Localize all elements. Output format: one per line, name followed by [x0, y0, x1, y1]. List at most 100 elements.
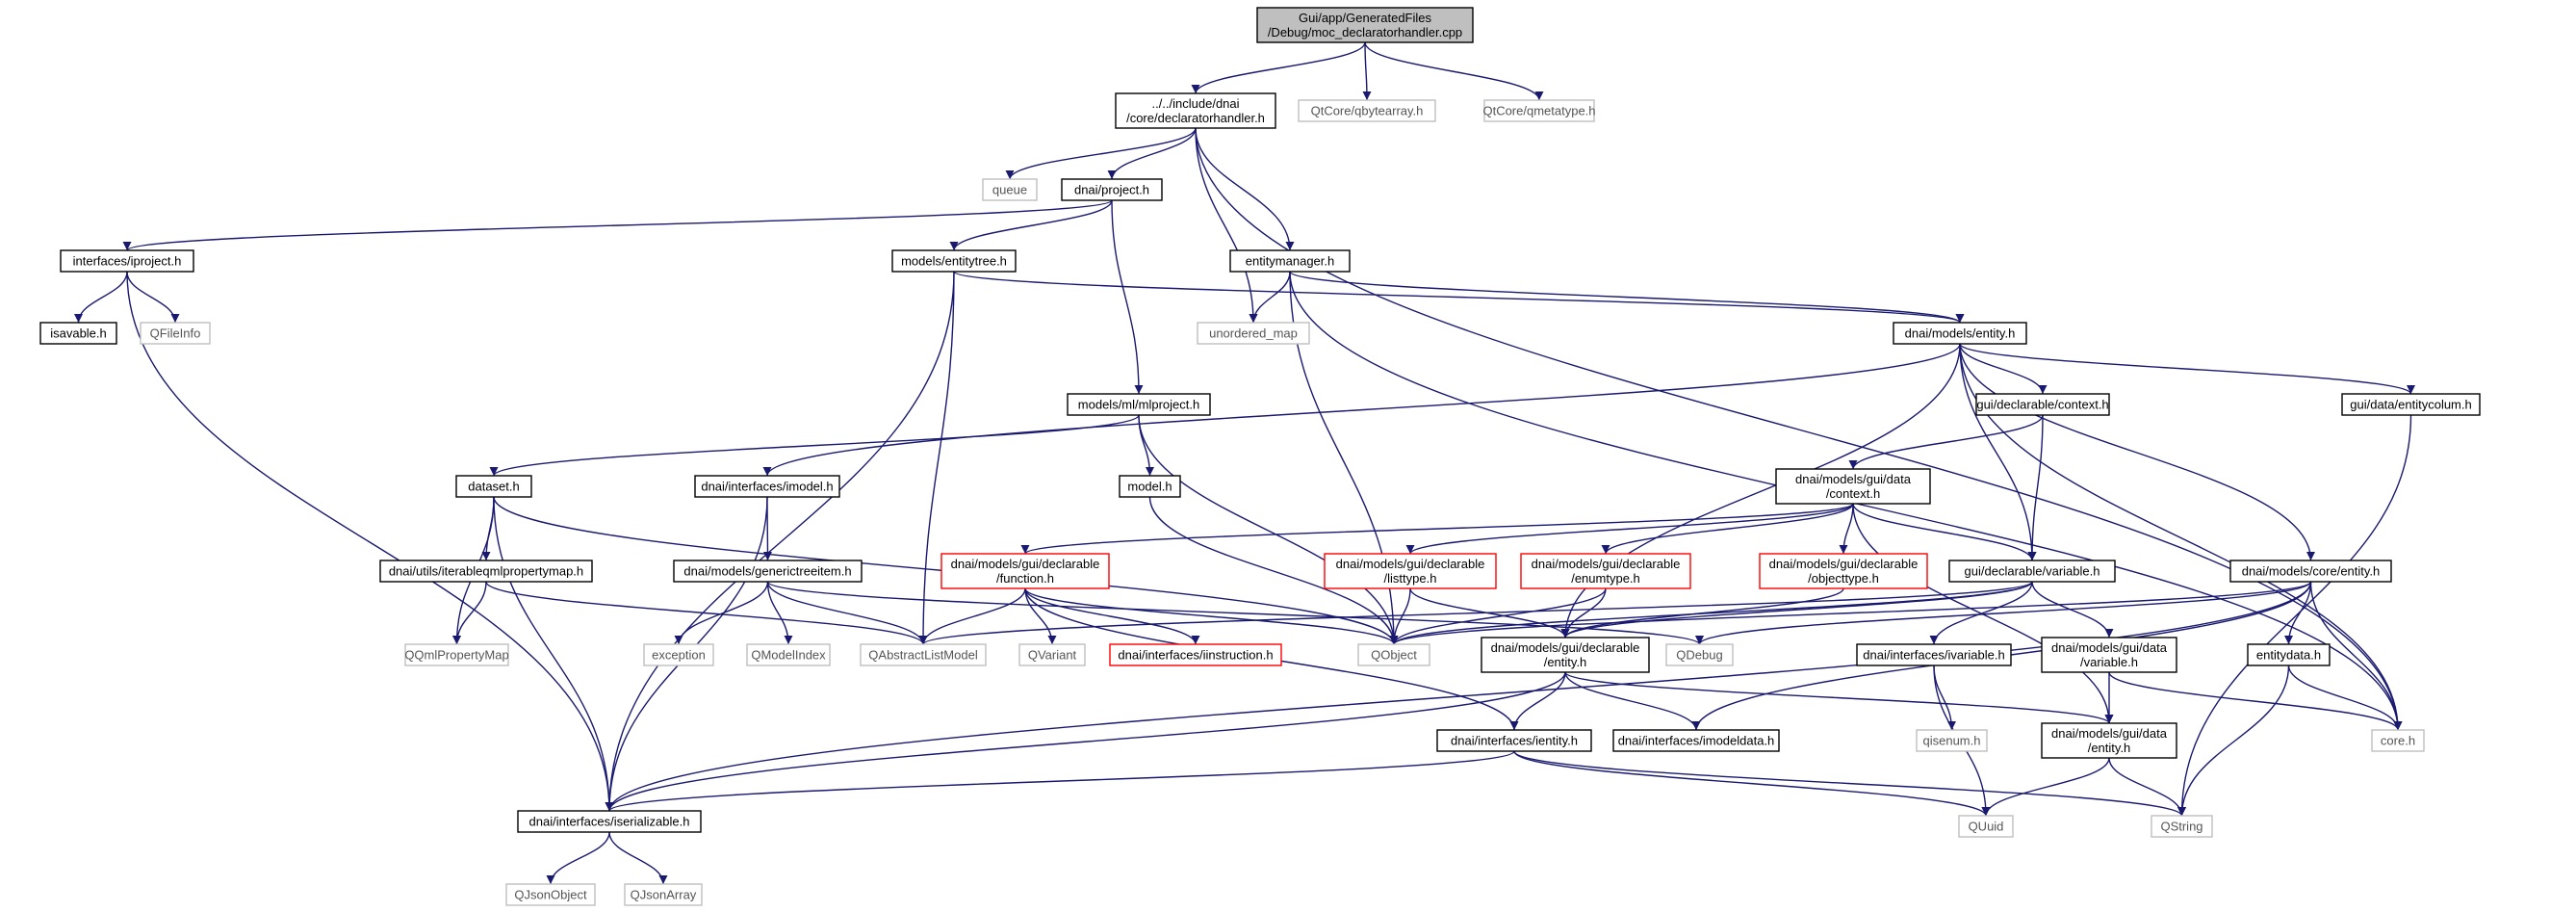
- edge-core_entity-to-entitydata: [2284, 581, 2312, 645]
- node-root[interactable]: Gui/app/GeneratedFiles/Debug/moc_declara…: [1256, 7, 1474, 43]
- node-imodeldata[interactable]: dnai/interfaces/imodeldata.h: [1612, 729, 1780, 752]
- node-label: dnai/interfaces/iserializable.h: [529, 815, 690, 829]
- node-label: dnai/models/gui/data: [2051, 640, 2168, 655]
- node-quuid[interactable]: QUuid: [1958, 815, 2014, 838]
- node-box: [2151, 815, 2213, 838]
- edge-iproject-to-iserializable: [126, 271, 614, 812]
- node-label: QObject: [1371, 648, 1417, 663]
- node-box: [1298, 99, 1436, 122]
- node-qisenum[interactable]: qisenum.h: [1916, 729, 1988, 752]
- node-queue[interactable]: queue: [982, 178, 1038, 201]
- node-entity-h[interactable]: dnai/models/entity.h: [1893, 322, 2027, 345]
- edge-core_entity-to-qobject: [1389, 581, 2312, 645]
- node-exception[interactable]: exception: [643, 643, 714, 666]
- node-label: model.h: [1127, 480, 1172, 494]
- edge-generictreeitem-to-qabstractlistmodel: [766, 581, 928, 645]
- node-label: dnai/interfaces/iinstruction.h: [1118, 648, 1273, 663]
- nodes-layer: Gui/app/GeneratedFiles/Debug/moc_declara…: [39, 7, 2481, 906]
- node-listtype[interactable]: dnai/models/gui/declarable/listtype.h: [1324, 553, 1497, 589]
- node-mlproject[interactable]: models/ml/mlproject.h: [1067, 393, 1211, 416]
- edge-declaratorhandler-to-entitymanager: [1195, 127, 1295, 251]
- node-enumtype[interactable]: dnai/models/gui/declarable/enumtype.h: [1520, 553, 1691, 589]
- node-box: [2041, 637, 2177, 673]
- node-label: dnai/models/gui/data: [1795, 472, 1912, 486]
- node-variable-decl[interactable]: gui/declarable/variable.h: [1948, 560, 2116, 583]
- node-imodel[interactable]: dnai/interfaces/imodel.h: [694, 475, 840, 498]
- edge-root-to-qbytearray: [1362, 41, 1372, 101]
- node-data-entity[interactable]: dnai/models/gui/data/entity.h: [2041, 722, 2177, 759]
- node-box: [746, 643, 831, 666]
- node-box: [1436, 729, 1592, 752]
- node-entitytree[interactable]: models/entitytree.h: [891, 249, 1017, 273]
- node-model-h[interactable]: model.h: [1119, 475, 1181, 498]
- edge-function_h-to-qvariant: [1024, 587, 1057, 645]
- node-qfileinfo[interactable]: QFileInfo: [140, 322, 211, 345]
- node-qabstractlistmodel[interactable]: QAbstractListModel: [860, 643, 987, 666]
- node-qmodelindex[interactable]: QModelIndex: [746, 643, 831, 666]
- node-label: /core/declaratorhandler.h: [1126, 111, 1265, 125]
- node-qmetatype[interactable]: QtCore/qmetatype.h: [1482, 99, 1596, 122]
- node-label: dnai/models/gui/data: [2051, 726, 2168, 741]
- edge-iterableqml-to-qqmlpropertymap: [452, 581, 487, 645]
- edge-iproject-to-isavable: [74, 271, 128, 324]
- edge-decl_entity-to-data_entity: [1564, 671, 2114, 724]
- node-decl-entity[interactable]: dnai/models/gui/declarable/entity.h: [1481, 637, 1650, 673]
- edge-mlproject-to-qobject: [1138, 414, 1399, 645]
- node-box: [1916, 729, 1988, 752]
- node-label: QVariant: [1028, 648, 1077, 663]
- node-box: [1975, 393, 2110, 416]
- node-dataset[interactable]: dataset.h: [455, 475, 532, 498]
- node-objecttype[interactable]: dnai/models/gui/declarable/objecttype.h: [1759, 553, 1928, 589]
- node-isavable[interactable]: isavable.h: [39, 322, 117, 345]
- node-qbytearray[interactable]: QtCore/qbytearray.h: [1298, 99, 1436, 122]
- edge-guidata_context-to-function_h: [1020, 503, 1854, 555]
- node-box: [1061, 178, 1163, 201]
- node-qstring[interactable]: QString: [2151, 815, 2213, 838]
- node-generictreeitem[interactable]: dnai/models/generictreeitem.h: [673, 560, 863, 583]
- node-label: dataset.h: [468, 480, 520, 494]
- node-guidata-context[interactable]: dnai/models/gui/data/context.h: [1775, 468, 1931, 505]
- edge-declaratorhandler-to-project: [1107, 127, 1197, 180]
- node-label: core.h: [2381, 734, 2415, 748]
- node-box: [1115, 92, 1276, 129]
- edge-iterableqml-to-qabstractlistmodel: [485, 581, 928, 645]
- edge-iserializable-to-qjsonarray: [608, 831, 668, 885]
- node-entitymanager[interactable]: entitymanager.h: [1229, 249, 1351, 273]
- node-iproject[interactable]: interfaces/iproject.h: [60, 249, 194, 273]
- node-context-h[interactable]: gui/declarable/context.h: [1975, 393, 2110, 416]
- node-label: exception: [652, 648, 706, 663]
- node-data-variable[interactable]: dnai/models/gui/data/variable.h: [2041, 637, 2177, 673]
- node-qobject[interactable]: QObject: [1357, 643, 1430, 666]
- node-unordered-map[interactable]: unordered_map: [1197, 322, 1310, 345]
- edge-ientity-to-qstring: [1513, 750, 2186, 817]
- node-iterableqml[interactable]: dnai/utils/iterableqmlpropertymap.h: [379, 560, 593, 583]
- edge-function_h-to-qabstractlistmodel: [918, 587, 1026, 645]
- node-label: ../../include/dnai: [1151, 96, 1239, 111]
- node-entitydata[interactable]: entitydata.h: [2247, 643, 2331, 666]
- node-qjsonobject[interactable]: QJsonObject: [505, 883, 596, 906]
- node-label: QDebug: [1676, 648, 1722, 663]
- node-qdebug[interactable]: QDebug: [1665, 643, 1734, 666]
- node-core-h[interactable]: core.h: [2371, 729, 2425, 752]
- node-box: [379, 560, 593, 583]
- edge-function_h-to-qobject: [1024, 587, 1399, 645]
- node-qjsonarray[interactable]: QJsonArray: [624, 883, 703, 906]
- node-label: /enumtype.h: [1571, 571, 1640, 586]
- node-iserializable[interactable]: dnai/interfaces/iserializable.h: [517, 810, 702, 833]
- node-function-h[interactable]: dnai/models/gui/declarable/function.h: [940, 553, 1110, 589]
- node-qvariant[interactable]: QVariant: [1018, 643, 1086, 666]
- edge-entitytree-to-entity_h: [953, 271, 1965, 324]
- node-core-entity[interactable]: dnai/models/core/entity.h: [2229, 560, 2392, 583]
- node-box: [673, 560, 863, 583]
- node-declaratorhandler[interactable]: ../../include/dnai/core/declaratorhandle…: [1115, 92, 1276, 129]
- edge-core_entity-to-qdebug: [1695, 581, 2312, 645]
- node-ientity[interactable]: dnai/interfaces/ientity.h: [1436, 729, 1592, 752]
- node-label: dnai/interfaces/imodeldata.h: [1618, 734, 1775, 748]
- node-entitycolum[interactable]: gui/data/entitycolum.h: [2341, 393, 2481, 416]
- node-qqmlpropertymap[interactable]: QQmlPropertyMap: [404, 643, 509, 666]
- node-iinstruction[interactable]: dnai/interfaces/iinstruction.h: [1109, 643, 1282, 666]
- node-ivariable[interactable]: dnai/interfaces/ivariable.h: [1856, 643, 2012, 666]
- node-label: qisenum.h: [1923, 734, 1981, 748]
- node-project[interactable]: dnai/project.h: [1061, 178, 1163, 201]
